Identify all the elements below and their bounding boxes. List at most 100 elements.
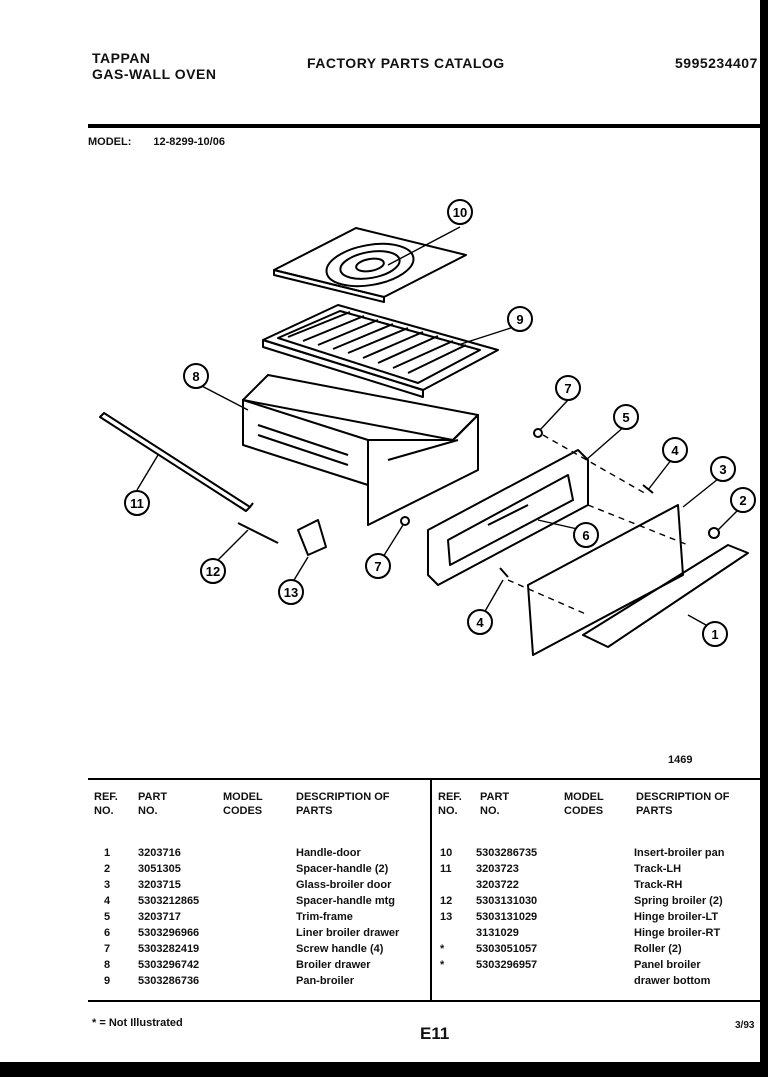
scan-edge-right bbox=[760, 0, 768, 1077]
cell-ref: 9 bbox=[104, 975, 111, 987]
cell-desc: Track-RH bbox=[634, 879, 683, 891]
cell-ref: * bbox=[440, 959, 445, 971]
cell-desc: Spring broiler (2) bbox=[634, 895, 723, 907]
hinge-drawing bbox=[297, 519, 327, 556]
cell-part: 5303286735 bbox=[476, 847, 538, 859]
cell-part: 3131029 bbox=[476, 927, 519, 939]
cell-desc: Screw handle (4) bbox=[296, 943, 384, 955]
cell-desc: Glass-broiler door bbox=[296, 879, 392, 891]
brand: TAPPAN bbox=[92, 50, 151, 66]
cell-part: 3203723 bbox=[476, 863, 519, 875]
catalog-number: 5995234407 bbox=[675, 55, 758, 71]
model-label: MODEL: bbox=[88, 136, 132, 148]
insert-broiler-pan-drawing bbox=[273, 227, 467, 303]
cell-desc: Spacer-handle (2) bbox=[296, 863, 389, 875]
cell-ref: 11 bbox=[440, 863, 452, 875]
callout-3: 3 bbox=[719, 462, 726, 477]
cell-desc: Liner broiler drawer bbox=[296, 927, 400, 939]
spring-drawing bbox=[237, 522, 279, 544]
spacer-drawing bbox=[400, 516, 410, 526]
cell-ref: * bbox=[440, 943, 445, 955]
cell-desc: Handle-door bbox=[296, 847, 361, 859]
cell-ref: 13 bbox=[440, 911, 453, 923]
header-desc: DESCRIPTION OF PARTS bbox=[296, 791, 390, 817]
callout-9: 9 bbox=[516, 312, 523, 327]
cell-ref: 5 bbox=[104, 911, 111, 923]
cell-desc: Trim-frame bbox=[296, 911, 353, 923]
cell-desc: Track-LH bbox=[634, 863, 682, 875]
header-codes-2: MODEL CODES bbox=[564, 791, 604, 817]
header-part-2: PART NO. bbox=[480, 791, 510, 817]
callout-13: 13 bbox=[284, 585, 298, 600]
cell-ref: 6 bbox=[104, 927, 111, 939]
cell-ref: 1 bbox=[104, 847, 111, 859]
cell-part: 3203722 bbox=[476, 879, 519, 891]
cell-part: 5303282419 bbox=[138, 943, 200, 955]
callout-2: 2 bbox=[739, 493, 746, 508]
header-ref: REF. NO. bbox=[94, 791, 118, 817]
broiler-drawer-drawing bbox=[242, 374, 479, 526]
cell-part: 3203716 bbox=[138, 847, 181, 859]
callout-7a: 7 bbox=[564, 381, 571, 396]
track-drawing bbox=[99, 412, 254, 512]
model-value: 12-8299-10/06 bbox=[153, 136, 225, 148]
cell-desc: Roller (2) bbox=[634, 943, 682, 955]
roller-drawing bbox=[708, 527, 720, 539]
parts-table: REF. NO. PART NO. MODEL CODES DESCRIPTIO… bbox=[88, 778, 760, 1002]
cell-ref: 7 bbox=[104, 943, 111, 955]
cell-part: 5303296957 bbox=[476, 959, 538, 971]
cell-desc: Broiler drawer bbox=[296, 959, 371, 971]
callout-7b: 7 bbox=[374, 559, 381, 574]
table-divider bbox=[430, 780, 432, 1000]
revision-date: 3/93 bbox=[735, 1020, 755, 1031]
cell-part: 5303051057 bbox=[476, 943, 538, 955]
footnote: * = Not Illustrated bbox=[92, 1017, 183, 1029]
catalog-title: FACTORY PARTS CATALOG bbox=[307, 55, 505, 71]
cell-part: 5303296742 bbox=[138, 959, 200, 971]
cell-part: 3203717 bbox=[138, 911, 181, 923]
header-ref-2: REF. NO. bbox=[438, 791, 462, 817]
callout-10: 10 bbox=[453, 205, 467, 220]
cell-desc: Hinge broiler-LT bbox=[634, 911, 719, 923]
screw-drawing bbox=[533, 428, 543, 438]
cell-part: 5303296966 bbox=[138, 927, 200, 939]
exploded-parts-diagram: 10 9 8 7 5 4 3 2 6 7 4 1 11 12 13 bbox=[99, 199, 756, 656]
cell-desc: Spacer-handle mtg bbox=[296, 895, 396, 907]
cell-ref: 8 bbox=[104, 959, 111, 971]
cell-ref: 10 bbox=[440, 847, 453, 859]
cell-ref: 12 bbox=[440, 895, 453, 907]
scan-edge-bottom bbox=[0, 1062, 768, 1077]
callout-1: 1 bbox=[711, 627, 718, 642]
cell-part: 5303131030 bbox=[476, 895, 538, 907]
callout-4a: 4 bbox=[671, 443, 679, 458]
header-codes: MODEL CODES bbox=[223, 791, 263, 817]
cell-ref: 4 bbox=[104, 895, 111, 907]
header-rule bbox=[88, 124, 760, 128]
figure-number: 1469 bbox=[668, 754, 693, 766]
cell-part: 3051305 bbox=[138, 863, 181, 875]
callout-8: 8 bbox=[192, 369, 199, 384]
cell-ref: 2 bbox=[104, 863, 111, 875]
pan-broiler-drawing bbox=[262, 304, 499, 398]
header-desc-2: DESCRIPTION OF PARTS bbox=[636, 791, 730, 817]
callout-6: 6 bbox=[582, 528, 589, 543]
cell-part: 3203715 bbox=[138, 879, 181, 891]
handle-door-drawing bbox=[582, 544, 749, 648]
callout-11: 11 bbox=[130, 496, 144, 511]
cell-part: 5303286736 bbox=[138, 975, 200, 987]
page-number: E11 bbox=[420, 1024, 450, 1043]
cell-desc: Hinge broiler-RT bbox=[634, 927, 721, 939]
cell-desc: Insert-broiler pan bbox=[634, 847, 725, 859]
header-part: PART NO. bbox=[138, 791, 168, 817]
model-line: MODEL: 12-8299-10/06 bbox=[88, 136, 247, 148]
cell-ref: 3 bbox=[104, 879, 111, 891]
cell-desc: drawer bottom bbox=[634, 975, 711, 987]
glass-door-drawing bbox=[527, 504, 684, 656]
cell-part: 5303131029 bbox=[476, 911, 538, 923]
cell-desc: Pan-broiler bbox=[296, 975, 355, 987]
callout-5: 5 bbox=[622, 410, 629, 425]
callout-4b: 4 bbox=[476, 615, 484, 630]
cell-part: 5303212865 bbox=[138, 895, 200, 907]
product-name: GAS-WALL OVEN bbox=[92, 66, 217, 82]
